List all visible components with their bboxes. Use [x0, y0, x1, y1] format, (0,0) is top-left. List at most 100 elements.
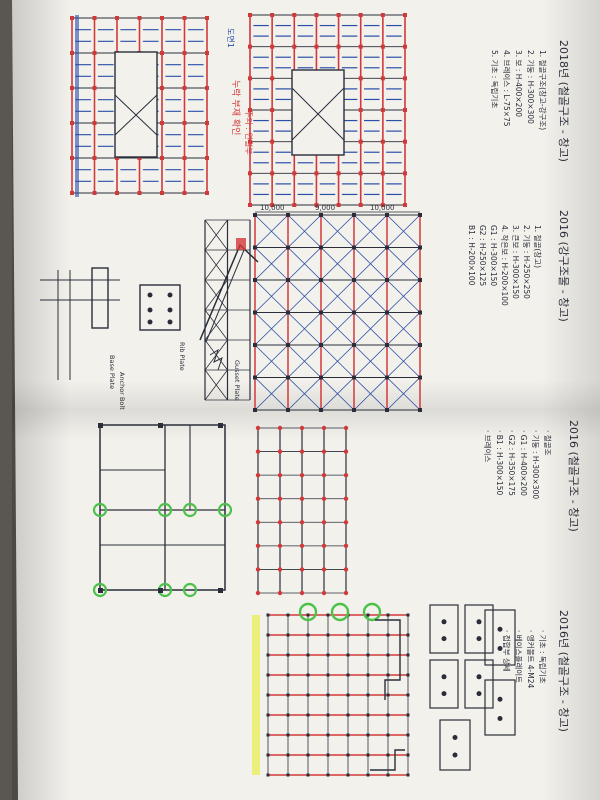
bracing-x — [320, 214, 355, 248]
column-node — [160, 51, 164, 55]
grid-plan-bottom — [252, 602, 410, 777]
column-node — [406, 653, 410, 657]
column-node — [321, 543, 327, 549]
column-node — [286, 753, 290, 757]
column-node — [326, 673, 330, 677]
column-node — [286, 310, 290, 315]
opening-outline — [370, 749, 405, 771]
column-node — [386, 673, 390, 677]
column-node — [299, 543, 305, 549]
column-node — [306, 713, 310, 717]
column-node — [92, 191, 97, 195]
bracing-x — [287, 377, 322, 411]
column-node — [266, 673, 270, 677]
column-node — [253, 245, 257, 250]
column-node — [137, 156, 142, 160]
column-node — [352, 310, 356, 315]
column-node — [299, 449, 305, 454]
column-node — [321, 496, 327, 501]
note-line: G2 : H-250×125 — [478, 225, 487, 286]
column-node — [248, 203, 252, 207]
column-node — [352, 213, 356, 217]
column-node — [403, 13, 407, 17]
column-node — [385, 408, 389, 412]
column-node — [270, 44, 275, 49]
column-node — [418, 310, 422, 315]
column-node — [385, 375, 389, 380]
column-node — [403, 44, 407, 49]
column-node — [253, 310, 257, 315]
column-node — [403, 203, 407, 207]
anchor-bolt — [497, 716, 503, 721]
column-node — [418, 278, 422, 282]
column-node — [406, 633, 410, 637]
green-marker — [298, 602, 318, 622]
bracing-x — [320, 312, 355, 346]
bracing-x — [353, 344, 388, 378]
note-line: B1 : H-200×100 — [467, 225, 476, 286]
base-plate-details — [429, 604, 516, 771]
column-node — [306, 653, 310, 657]
column-node — [182, 86, 187, 90]
column-node — [326, 733, 330, 737]
column-node — [286, 733, 290, 737]
column-node — [160, 156, 164, 160]
base-plate — [429, 659, 459, 709]
column-node — [277, 472, 283, 478]
bracing-x — [386, 214, 421, 248]
column-node — [286, 673, 290, 677]
column-layout-plan — [92, 423, 233, 598]
column-node — [314, 171, 319, 176]
note-line: · 기둥 : H-300×300 — [531, 430, 540, 499]
column-node — [346, 733, 350, 737]
column-node — [255, 496, 261, 501]
column-node — [137, 16, 142, 20]
section-heading: 2016 (철골구조 - 창고) — [567, 420, 580, 532]
bracing-plan — [204, 211, 422, 412]
anchor-bolt — [441, 636, 447, 642]
bracing-x — [254, 377, 289, 411]
note-line: · G1 : H-400×200 — [519, 430, 528, 496]
column-node — [319, 245, 323, 250]
column-node — [343, 425, 349, 431]
column-node — [277, 567, 283, 572]
anchor-bolt — [476, 636, 482, 642]
bracing-x — [386, 344, 421, 378]
bracing-x — [204, 249, 228, 281]
note-line: · 철골조 — [543, 430, 553, 456]
column-node — [160, 16, 164, 20]
anchor-bolt — [497, 646, 503, 651]
column-node — [326, 773, 330, 777]
column-node — [386, 633, 390, 637]
bracing-x — [386, 247, 421, 281]
bracing-x — [254, 247, 289, 281]
column-node — [292, 13, 297, 17]
column-node — [115, 191, 119, 195]
column-node — [205, 191, 209, 195]
column-node — [292, 171, 297, 176]
column-node — [386, 773, 390, 777]
column-node — [299, 472, 305, 478]
column-node — [403, 171, 407, 176]
annotations: 2018년 (철골구조 - 창고)2016 (강구조물 - 창고)2016 (철… — [108, 28, 580, 732]
column-node — [314, 44, 319, 49]
column-node — [299, 567, 305, 572]
column-node — [326, 633, 330, 637]
column-node — [182, 156, 187, 160]
note-line: · G2 : H-350×175 — [507, 430, 516, 496]
column-node — [277, 425, 283, 431]
column-node — [292, 44, 297, 49]
bracing-x — [254, 312, 289, 346]
red-note: 누락 부재 확인 — [230, 80, 242, 135]
column-node — [286, 713, 290, 717]
column-node — [160, 86, 164, 90]
column-node — [253, 278, 257, 282]
column-node — [321, 520, 327, 525]
column-node — [343, 590, 349, 596]
column-node — [366, 613, 370, 617]
column-node — [255, 543, 261, 549]
column-node — [248, 13, 252, 17]
bracing-x — [287, 214, 322, 248]
column-node — [286, 245, 290, 250]
column-node — [266, 653, 270, 657]
